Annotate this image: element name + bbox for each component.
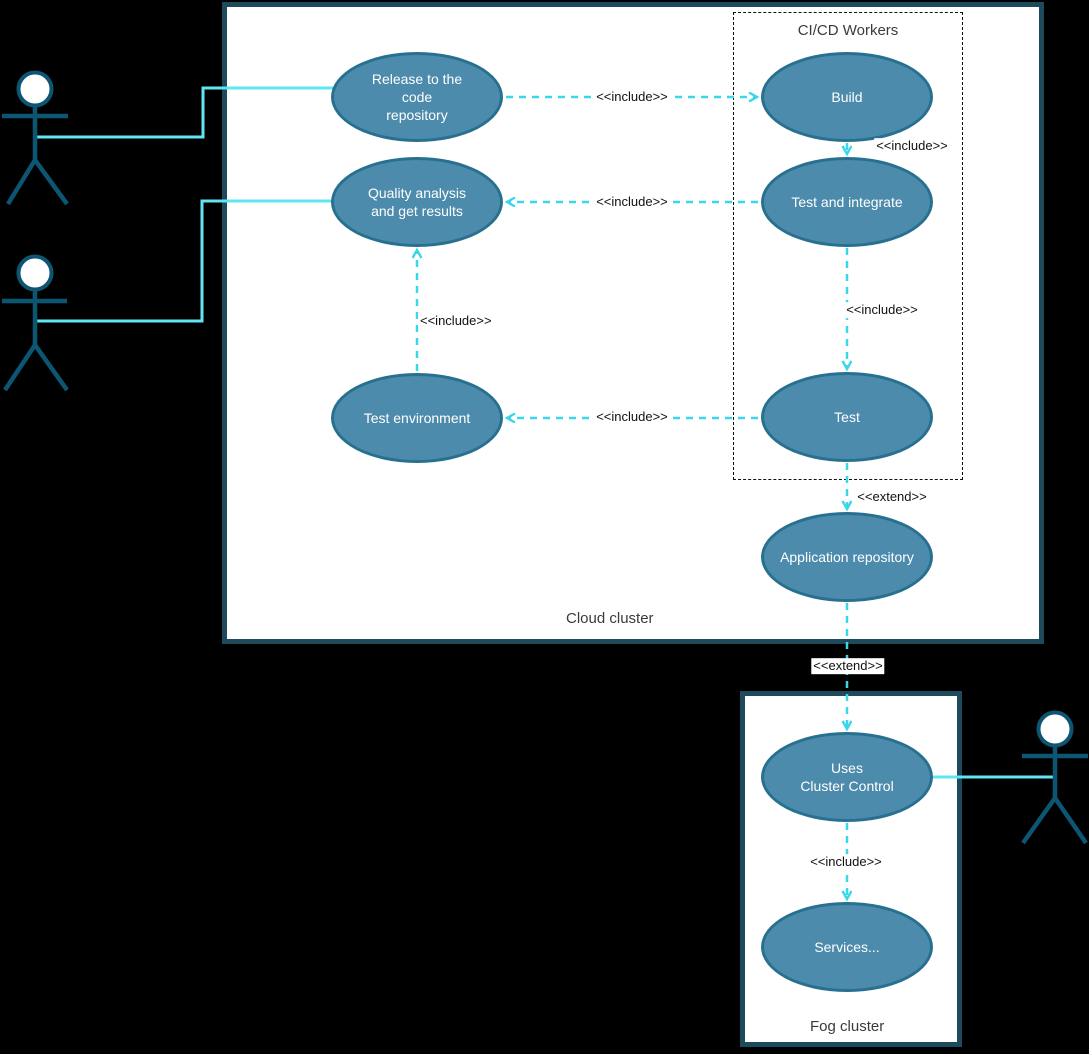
actor-left-bottom-icon[interactable] [2, 254, 69, 392]
cicd-workers-label: CI/CD Workers [797, 22, 899, 39]
usecase-usescontrol[interactable]: Uses Cluster Control [761, 732, 933, 822]
fog-cluster-label: Fog cluster [810, 1018, 885, 1035]
usecase-test[interactable]: Test [761, 372, 933, 462]
include-label-testintegrate-quality: <<include>> [594, 194, 670, 210]
usecase-apprepo[interactable]: Application repository [761, 512, 933, 602]
cloud-cluster-label: Cloud cluster [566, 610, 654, 627]
extend-label-apprepo-usescontrol: <<extend>> [811, 658, 885, 674]
include-label-release-build: <<include>> [594, 89, 670, 105]
include-label-test-testenv: <<include>> [594, 409, 670, 425]
usecase-testenv[interactable]: Test environment [331, 373, 503, 463]
usecase-quality[interactable]: Quality analysis and get results [331, 157, 503, 247]
include-label-testintegrate-test: <<include>> [844, 302, 920, 318]
usecase-release[interactable]: Release to the code repository [331, 52, 503, 142]
include-label-build-testintegrate: <<include>> [874, 138, 950, 154]
include-label-testenv-quality: <<include>> [418, 313, 494, 329]
usecase-services[interactable]: Services... [761, 902, 933, 992]
usecase-build[interactable]: Build [761, 52, 933, 142]
include-label-usescontrol-services: <<include>> [808, 854, 884, 870]
actor-left-top-icon[interactable] [2, 70, 69, 206]
usecase-testintegrate[interactable]: Test and integrate [761, 157, 933, 247]
actor-right-icon[interactable] [1021, 710, 1088, 845]
extend-label-test-apprepo: <<extend>> [855, 489, 929, 505]
